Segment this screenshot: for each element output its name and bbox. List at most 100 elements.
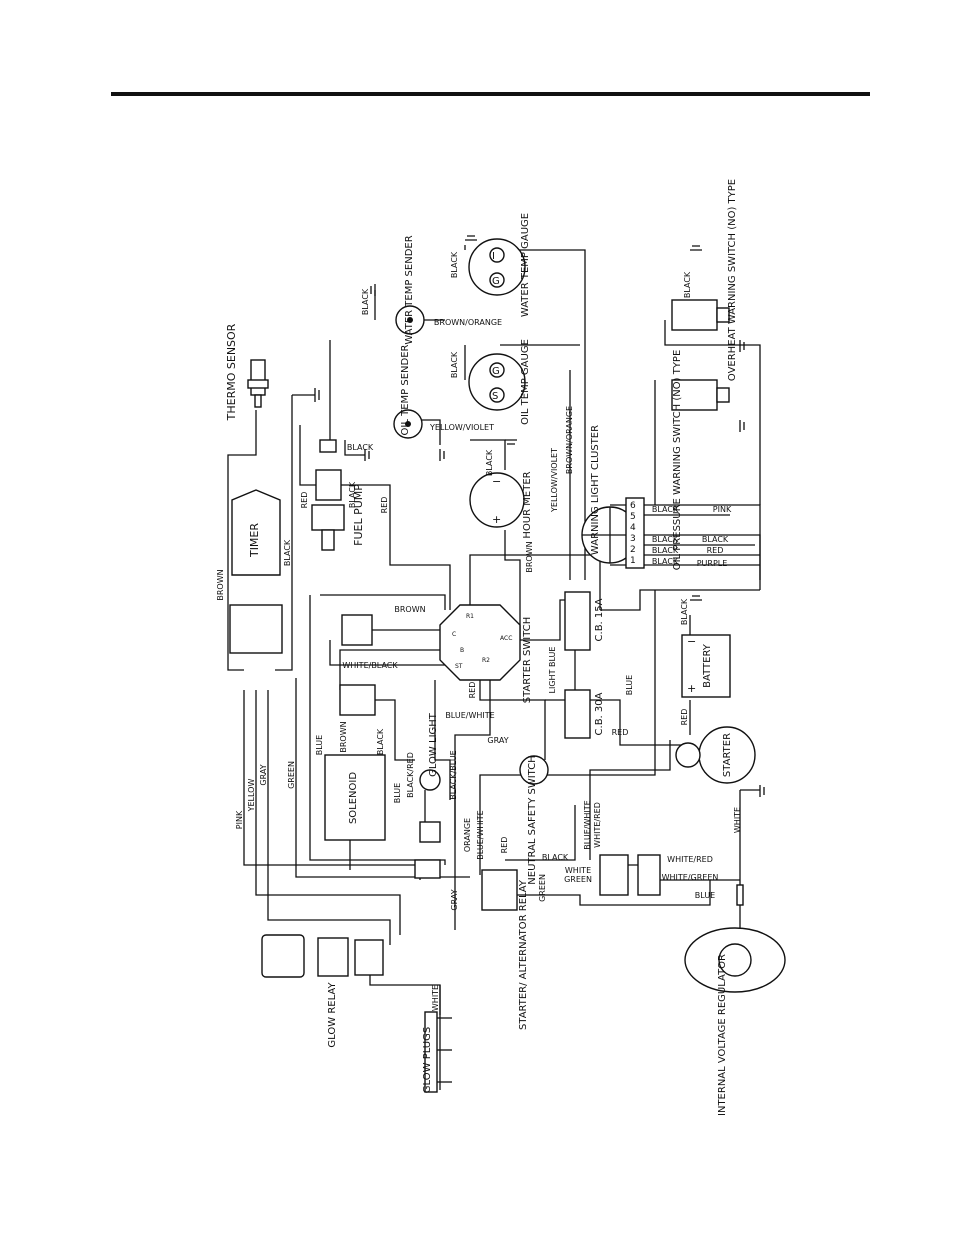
wire-label-blue-reg: BLUE [695, 891, 715, 900]
switch-terminal-r2: R2 [482, 657, 490, 664]
connector-switch [341, 614, 373, 646]
label-starter-switch: STARTER SWITCH [522, 617, 533, 704]
glow-light [414, 769, 441, 879]
cluster-terminal-1: 1 [630, 556, 636, 566]
wire-label-orange: ORANGE [463, 818, 472, 852]
wire-label-light-blue: LIGHT BLUE [548, 647, 557, 694]
starter [675, 726, 756, 784]
wire-label-black-cluster-right: BLACK [702, 535, 729, 544]
oil-temp-sender [393, 409, 423, 439]
cluster-terminal-6: 6 [630, 501, 636, 511]
cluster-terminal-5: 5 [630, 512, 636, 522]
warning-light-cluster [581, 497, 645, 569]
wire-label-green-main: GREEN [287, 761, 296, 789]
wire-label-red-switch: RED [468, 682, 477, 699]
wire-label-black-pump: BLACK [348, 481, 357, 508]
switch-terminal-c: C [452, 631, 456, 638]
solenoid [324, 684, 386, 870]
wire-label-black-battery: BLACK [680, 598, 689, 625]
label-oil-temp-sender: OIL TEMP SENDER [400, 344, 411, 435]
wire-label-brown-switch: BROWN [394, 605, 425, 614]
label-hour-meter: HOUR METER [522, 471, 533, 538]
wire-label-black-relay: BLACK [542, 853, 569, 862]
terminal-hour-minus: − [492, 475, 501, 488]
label-timer: TIMER [248, 523, 261, 558]
internal-voltage-regulator [684, 884, 786, 993]
terminal-oil-s: S [492, 391, 498, 402]
hour-meter [469, 472, 525, 528]
ground-symbols [314, 235, 765, 797]
labels: THERMO SENSOR TIMER FUEL PUMP WATER TEMP… [216, 179, 742, 1116]
thermo-sensor [247, 359, 269, 408]
wire-label-black-cluster-2: BLACK [652, 546, 679, 555]
battery-plus: + [687, 682, 696, 695]
wire-label-black-water-sender: BLACK [361, 288, 370, 315]
wire-label-black-connector: BLACK [347, 443, 374, 452]
wire-label-brown: BROWN [216, 569, 225, 600]
cluster-terminal-4: 4 [630, 523, 636, 533]
switch-terminal-acc: ACC [500, 635, 512, 642]
starter-alternator-relay [481, 869, 518, 911]
wire-label-black-blue: BLACK/BLUE [449, 750, 458, 799]
terminal-oil-g: G [492, 366, 500, 377]
glow-relay [261, 934, 384, 978]
wire-label-blue-solenoid: BLUE [315, 735, 324, 755]
wire-label-brown-solenoid: BROWN [339, 721, 348, 752]
wire-label-white-red: WHITE/RED [667, 855, 713, 864]
switch-terminal-b: B [460, 647, 464, 654]
cb-15a [564, 591, 591, 651]
glow-plugs [424, 1011, 452, 1093]
wire-label-black-overheat: BLACK [683, 271, 692, 298]
wire-label-black-oil-gauge: BLACK [450, 351, 459, 378]
label-starter: STARTER [722, 733, 733, 777]
label-overheat-switch: OVERHEAT WARNING SWITCH (NO) TYPE [727, 179, 738, 381]
fuel-pump [311, 439, 345, 551]
label-warning-light-cluster: WARNING LIGHT CLUSTER [590, 425, 601, 555]
wire-label-blue-white: BLUE/WHITE [445, 711, 494, 720]
wire-label-blue-cb: BLUE [625, 675, 634, 695]
wire-label-gray: GRAY [487, 736, 508, 745]
wire-label-black-timer: BLACK [283, 539, 292, 566]
cluster-terminal-3: 3 [630, 534, 636, 544]
label-thermo-sensor: THERMO SENSOR [225, 323, 238, 421]
switch-terminal-r1: R1 [466, 613, 474, 620]
wire-label-black-cluster-1: BLACK [652, 557, 679, 566]
wire-label-black-hour: BLACK [485, 449, 494, 476]
header-rule [111, 92, 870, 96]
timer [229, 489, 283, 654]
regulator-connector-b [637, 854, 661, 896]
terminal-water-g: G [492, 276, 500, 287]
wire-label-green-relay: GREEN [538, 874, 547, 902]
wire-label-brown-orange-2: BROWN/ORANGE [565, 406, 574, 474]
terminal-water-i: I [492, 251, 495, 262]
wire-label-pink-main: PINK [235, 810, 244, 829]
wire-label-white-relay: WHITE [565, 866, 591, 875]
wire-label-white-black: WHITE/BLACK [342, 661, 398, 670]
wire-label-gray-relay: GRAY [450, 889, 459, 910]
label-battery: BATTERY [702, 643, 713, 688]
wire-label-purple-cluster: PURPLE [697, 559, 728, 568]
label-starter-alternator-relay: STARTER/ ALTERNATOR RELAY [518, 879, 529, 1030]
wire-label-pink-cluster: PINK [713, 505, 732, 514]
wire-label-black-red: BLACK/RED [406, 752, 415, 798]
wire-label-white-green: WHITE/GREEN [662, 873, 719, 882]
wire-label-yellow-main: YELLOW [247, 779, 256, 813]
label-oil-temp-gauge: OIL TEMP GAUGE [520, 339, 531, 425]
wiring-lines [227, 245, 761, 1090]
cluster-terminal-2: 2 [630, 545, 636, 555]
battery-minus: − [687, 635, 696, 648]
battery [681, 634, 731, 698]
wire-label-gray-main: GRAY [259, 764, 268, 785]
overheat-switch [671, 299, 730, 331]
wire-label-red-relay: RED [500, 837, 509, 854]
wire-label-red-cb: RED [612, 728, 629, 737]
regulator-connector-a [599, 854, 629, 896]
wire-label-blue-glow: BLUE [393, 783, 402, 803]
cb-30a [564, 689, 591, 739]
water-temp-sender [395, 305, 425, 335]
label-glow-light: GLOW LIGHT [428, 712, 439, 777]
wire-label-yellow-violet-2: YELLOW/VIOLET [550, 448, 559, 513]
label-oil-pressure-switch: OIL PRESSURE WARNING SWITCH (NO) TYPE [672, 350, 683, 571]
wire-label-green-connector: GREEN [564, 875, 592, 884]
